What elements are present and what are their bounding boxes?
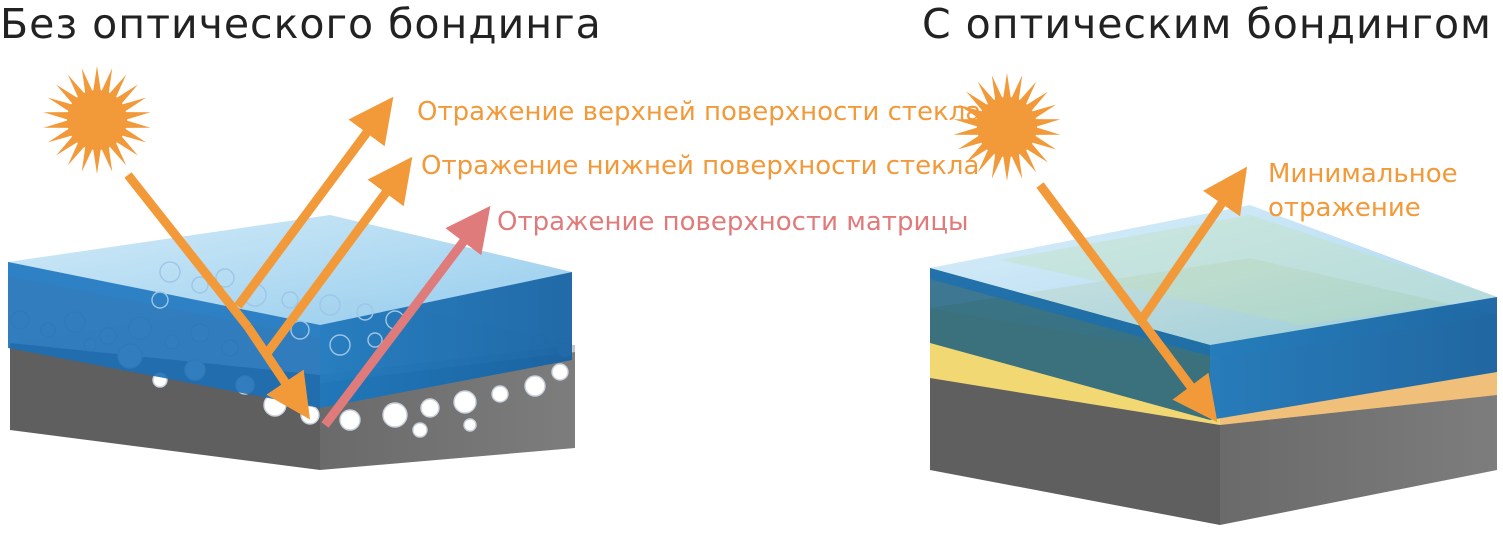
bottom-glass-reflection-label: Отражение нижней поверхности стекла bbox=[421, 151, 979, 181]
bottom-glass-reflection-ray bbox=[264, 156, 413, 355]
top-glass-reflection-ray bbox=[234, 96, 394, 309]
left-panel: Без оптического бондинга bbox=[0, 0, 981, 470]
incident-ray bbox=[124, 172, 252, 330]
sun-icon bbox=[953, 73, 1061, 181]
top-glass-reflection-label: Отражение верхней поверхности стекла bbox=[417, 97, 981, 127]
matrix-reflection-label: Отражение поверхности матрицы bbox=[497, 207, 969, 237]
glass-layer bbox=[930, 205, 1497, 420]
right-panel: С оптическим бондингом bbox=[922, 0, 1497, 525]
left-panel-title: Без оптического бондинга bbox=[0, 0, 602, 48]
incident-ray bbox=[1036, 182, 1218, 423]
glass-layer bbox=[8, 215, 572, 408]
sun-icon bbox=[43, 66, 151, 174]
light-rays bbox=[124, 96, 491, 428]
right-panel-title: С оптическим бондингом bbox=[922, 0, 1492, 48]
matrix-reflection-ray bbox=[321, 205, 491, 428]
minimal-reflection-label-line2: отражение bbox=[1268, 193, 1421, 223]
light-rays bbox=[1036, 166, 1248, 423]
incident-ray-through bbox=[244, 324, 311, 420]
minimal-reflection-label: Минимальное отражение bbox=[1268, 159, 1466, 223]
glass-bubbles bbox=[151, 261, 405, 356]
minimal-reflection-ray bbox=[1136, 166, 1248, 325]
minimal-reflection-label-line1: Минимальное bbox=[1268, 159, 1458, 189]
